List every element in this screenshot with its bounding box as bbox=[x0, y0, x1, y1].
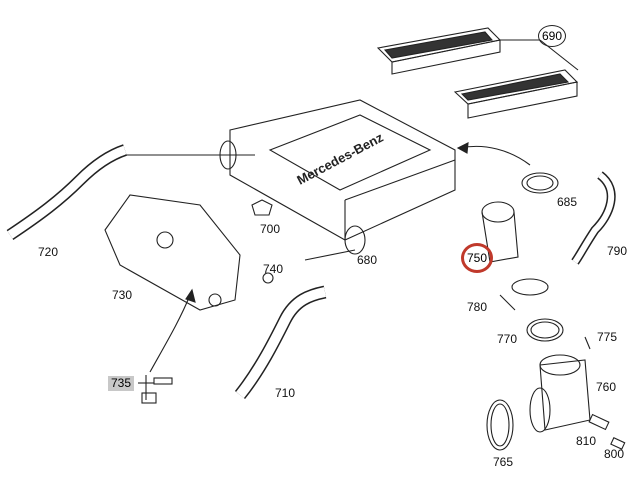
part-label-685[interactable]: 685 bbox=[557, 195, 578, 209]
brand-logo-text: Mercedes-Benz bbox=[294, 129, 386, 187]
part-label-690[interactable]: 690 bbox=[538, 25, 566, 47]
part-label-800[interactable]: 800 bbox=[604, 447, 625, 461]
part-label-710[interactable]: 710 bbox=[275, 386, 296, 400]
part-label-730[interactable]: 730 bbox=[112, 288, 133, 302]
part-label-720[interactable]: 720 bbox=[38, 245, 59, 259]
part-label-760[interactable]: 760 bbox=[596, 380, 617, 394]
part-label-770[interactable]: 770 bbox=[497, 332, 518, 346]
part-label-810[interactable]: 810 bbox=[576, 434, 597, 448]
part-label-735[interactable]: 735 bbox=[108, 376, 135, 391]
arrow-to-housing bbox=[459, 145, 531, 166]
air-filter-lower bbox=[453, 69, 579, 119]
air-filter-housing: Mercedes-Benz bbox=[219, 99, 456, 255]
part-label-780[interactable]: 780 bbox=[467, 300, 488, 314]
part-label-740[interactable]: 740 bbox=[263, 262, 284, 276]
air-filter-upper bbox=[376, 27, 502, 75]
part-label-775[interactable]: 775 bbox=[597, 330, 618, 344]
part-label-700[interactable]: 700 bbox=[260, 222, 281, 236]
part-label-750-highlighted[interactable]: 750 bbox=[461, 243, 493, 273]
part-label-680[interactable]: 680 bbox=[357, 253, 378, 267]
part-label-765[interactable]: 765 bbox=[493, 455, 514, 469]
part-label-790[interactable]: 790 bbox=[607, 244, 628, 258]
engine-cover bbox=[104, 194, 241, 311]
